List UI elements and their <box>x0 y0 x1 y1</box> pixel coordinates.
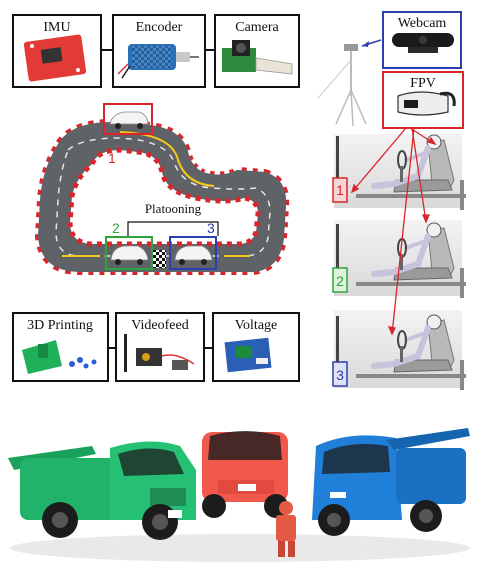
blue-truck-image <box>312 428 470 536</box>
fpv-goggles-icon <box>397 91 456 116</box>
track-car-number-2: 2 <box>112 220 120 236</box>
printing-label: 3D Printing <box>27 318 93 333</box>
track-car-number-1: 1 <box>108 150 116 166</box>
imu-board-icon <box>23 34 87 82</box>
figurine-image <box>276 501 296 557</box>
voltage-label: Voltage <box>235 318 278 333</box>
camera-label: Camera <box>235 20 279 35</box>
race-track <box>34 118 290 275</box>
imu-box: IMU <box>12 14 102 88</box>
fpv-box: FPV <box>382 71 464 129</box>
videofeed-box: Videofeed <box>115 312 205 382</box>
webcam-icon <box>392 33 454 53</box>
lead-car-box <box>103 103 153 135</box>
station-number-3: 3 <box>336 367 344 383</box>
driver-station-1: 1 <box>332 134 466 210</box>
follower-car-2-box <box>105 236 153 270</box>
driver-station-2: 2 <box>332 220 466 298</box>
voltage-box: Voltage <box>212 312 300 382</box>
follower-car-3-box <box>169 236 217 270</box>
platooning-bracket <box>127 221 219 236</box>
encoder-motor-icon <box>117 44 199 79</box>
videofeed-label: Videofeed <box>131 318 188 333</box>
green-truck-image <box>8 441 196 540</box>
station-number-1: 1 <box>336 182 344 198</box>
driver-station-3: 3 <box>332 310 466 390</box>
webcam-box: Webcam <box>382 11 462 69</box>
station-number-2: 2 <box>336 273 344 289</box>
tripod-icon <box>317 44 367 127</box>
track-car-number-3: 3 <box>207 220 215 236</box>
platooning-label: Platooning <box>145 201 202 216</box>
fpv-label: FPV <box>410 76 436 91</box>
camera-module-icon <box>222 40 293 75</box>
red-truck-image <box>202 431 288 518</box>
voltage-sensor-icon <box>224 337 272 373</box>
video-transmitter-icon <box>124 334 195 372</box>
encoder-box: Encoder <box>112 14 206 88</box>
rc-trucks-photo <box>0 396 477 574</box>
fpv-arrows <box>350 127 437 336</box>
printing-box: 3D Printing <box>12 312 109 382</box>
encoder-label: Encoder <box>136 20 183 35</box>
webcam-label: Webcam <box>398 16 447 31</box>
finish-line <box>152 250 166 268</box>
camera-box: Camera <box>214 14 300 88</box>
printed-parts-icon <box>22 340 97 374</box>
path-line <box>119 131 215 187</box>
imu-label: IMU <box>43 20 70 35</box>
